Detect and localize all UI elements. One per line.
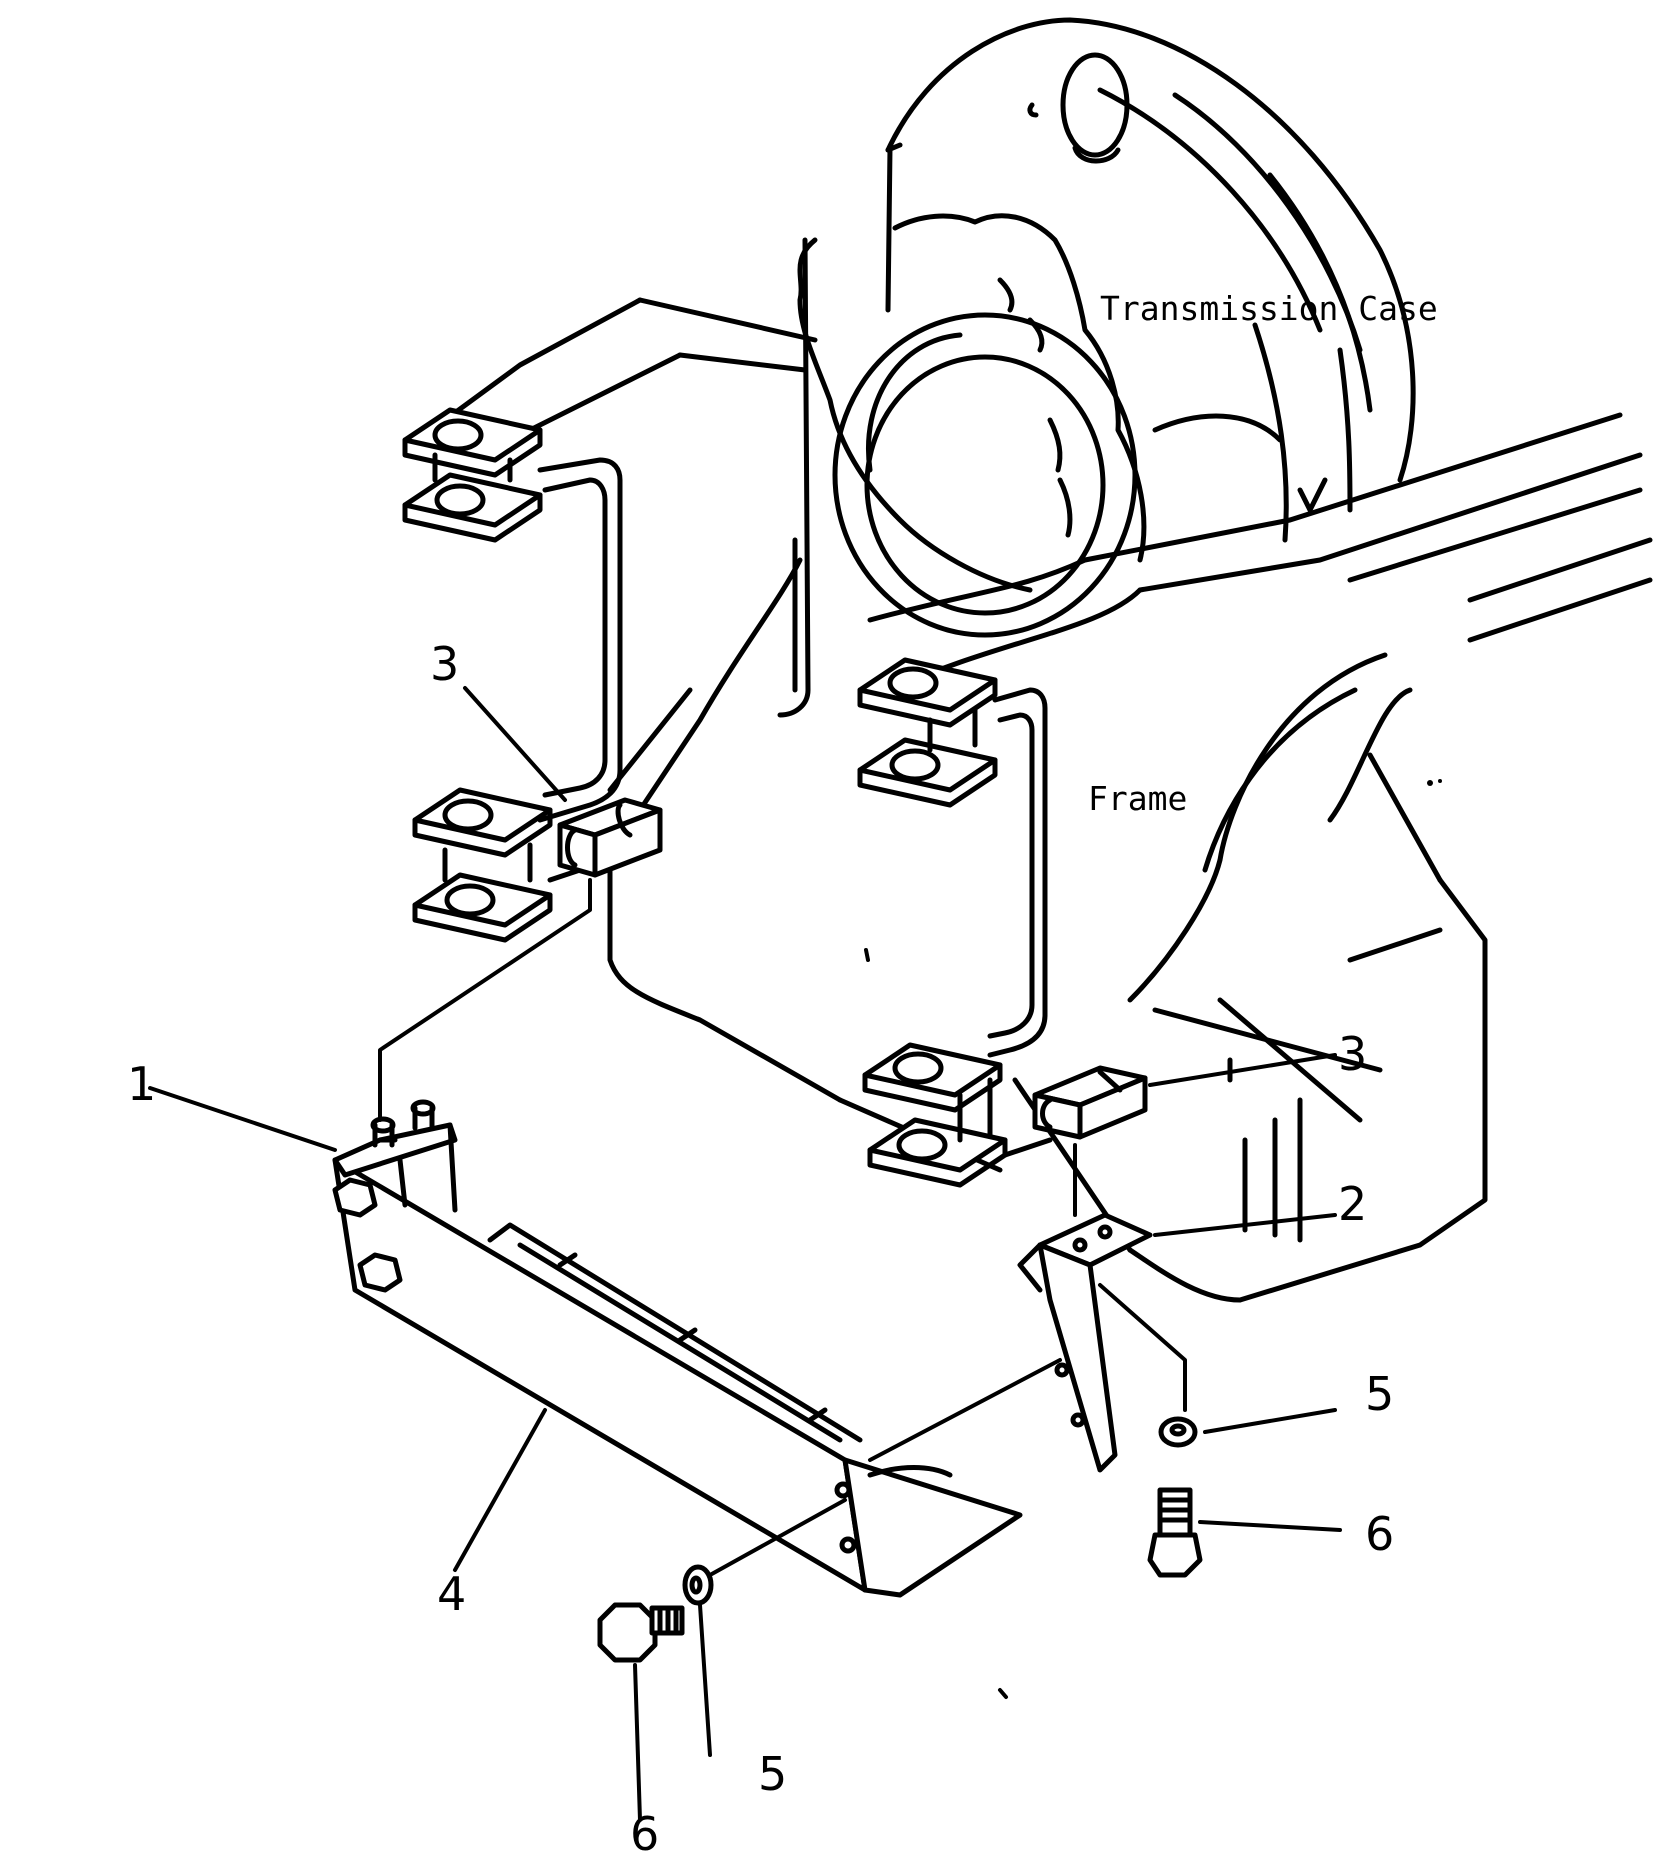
washer-right — [1158, 1416, 1198, 1448]
callout-2: 2 — [1338, 1177, 1367, 1231]
alignment-lines — [378, 878, 1187, 1577]
spacer-block-left — [557, 797, 663, 878]
callout-6-bottom: 6 — [630, 1807, 659, 1854]
guard-plate — [332, 1099, 1023, 1598]
right-lower-bracket — [862, 1042, 1053, 1188]
callout-5-right: 5 — [1365, 1367, 1394, 1421]
stray-mark — [998, 1688, 1008, 1699]
spacer-block-right — [1032, 1065, 1148, 1140]
callout-3-left: 3 — [430, 637, 459, 691]
left-upper-bracket — [402, 407, 623, 823]
stray-dot — [1438, 779, 1442, 783]
callout-3-right: 3 — [1338, 1027, 1367, 1081]
callout-5-bottom: 5 — [758, 1747, 787, 1801]
label-transmission-case: Transmission Case — [1100, 289, 1438, 328]
bolt-right — [1147, 1487, 1203, 1578]
leader-lines — [148, 686, 1342, 1822]
label-frame: Frame — [1088, 779, 1187, 818]
stray-dot — [1427, 780, 1433, 786]
transmission-case — [797, 17, 1416, 638]
frame — [442, 237, 1653, 1303]
left-lower-bracket — [412, 787, 643, 943]
stray-mark — [864, 948, 870, 962]
washer-bottom — [682, 1564, 714, 1606]
callout-1: 1 — [127, 1057, 156, 1111]
callout-6-right: 6 — [1365, 1507, 1394, 1561]
right-upper-bracket — [857, 657, 1048, 1058]
callout-4: 4 — [437, 1567, 466, 1621]
support-bracket — [1017, 1212, 1153, 1473]
bolt-bottom — [597, 1602, 685, 1663]
